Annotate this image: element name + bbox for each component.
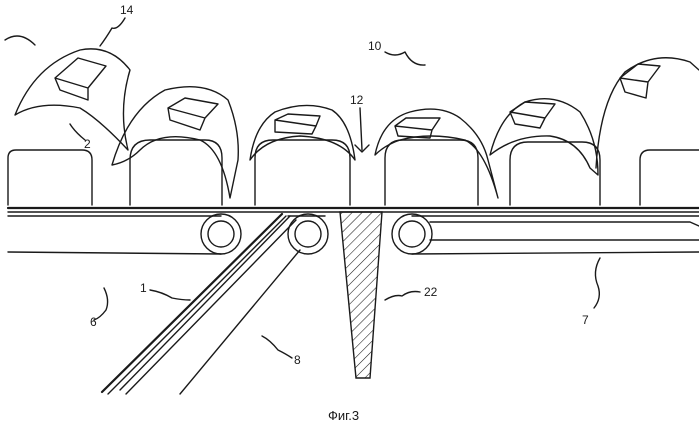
wrapper-cup: [596, 58, 699, 168]
insert: [395, 118, 440, 138]
roller: [288, 214, 328, 254]
insert: [275, 114, 320, 134]
product-block: [8, 150, 92, 205]
conveyor-left: [8, 214, 241, 254]
roller: [392, 214, 432, 254]
label-2: 2: [84, 137, 91, 151]
product-block: [385, 140, 478, 205]
label-1: 1: [140, 281, 147, 295]
label-12: 12: [350, 93, 364, 107]
insert: [620, 64, 660, 98]
conveyor-right: [392, 214, 699, 254]
figure-caption: Фиг.3: [328, 408, 359, 423]
leader-lines: [70, 18, 600, 358]
label-8: 8: [294, 353, 301, 367]
roller: [201, 214, 241, 254]
insert: [55, 58, 106, 100]
product-block: [640, 150, 699, 205]
insert: [510, 102, 555, 128]
reference-numerals: 14 10 12 2 22 1 6 8 7: [84, 3, 589, 367]
wrapper-cup: [5, 36, 35, 45]
label-10: 10: [368, 39, 382, 53]
product-block: [255, 140, 350, 205]
wrapper-cups: [5, 36, 699, 198]
wrapper-cup: [250, 105, 355, 160]
wedge-separator: [340, 212, 382, 378]
label-22: 22: [424, 285, 438, 299]
wrapper-cup: [490, 99, 598, 175]
product-block: [130, 140, 222, 205]
film-strip: [102, 214, 286, 394]
product-block: [510, 142, 600, 205]
label-6: 6: [90, 315, 97, 329]
wrapper-cup: [15, 49, 130, 150]
label-14: 14: [120, 3, 134, 17]
label-7: 7: [582, 313, 589, 327]
insert: [168, 98, 218, 130]
